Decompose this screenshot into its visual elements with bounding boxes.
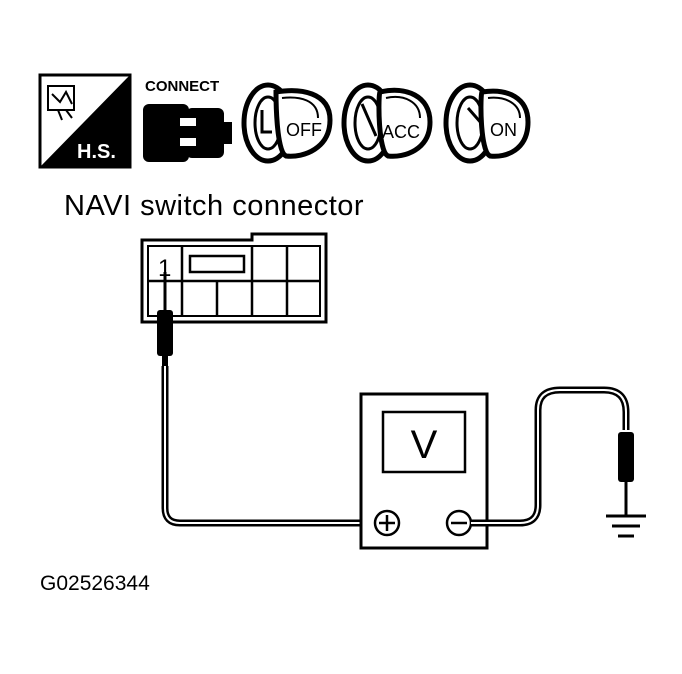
meter-display: V <box>411 423 438 467</box>
negative-lead-wire <box>471 386 630 527</box>
ground-symbol-icon <box>606 514 646 538</box>
key-acc-label: ACC <box>382 122 420 142</box>
voltmeter: V <box>359 392 489 550</box>
positive-probe <box>157 272 173 366</box>
figure-code: G02526344 <box>40 572 150 595</box>
ignition-on-icon: ON <box>443 82 531 164</box>
connect-icon: CONNECT <box>143 78 232 162</box>
navi-switch-connector: 1 <box>140 232 328 324</box>
key-off-label: OFF <box>286 120 322 140</box>
connector-pin-1-label: 1 <box>158 255 171 282</box>
positive-lead-wire <box>161 366 380 527</box>
connector-title: NAVI switch connector <box>64 190 365 222</box>
connect-label: CONNECT <box>145 78 219 95</box>
hs-label: H.S. <box>77 141 116 163</box>
harness-symbol-icon: H.S. <box>38 73 132 169</box>
negative-probe <box>618 432 634 516</box>
ignition-acc-icon: ACC <box>341 82 433 164</box>
ignition-off-icon: OFF <box>241 82 333 164</box>
key-on-label: ON <box>490 120 517 140</box>
